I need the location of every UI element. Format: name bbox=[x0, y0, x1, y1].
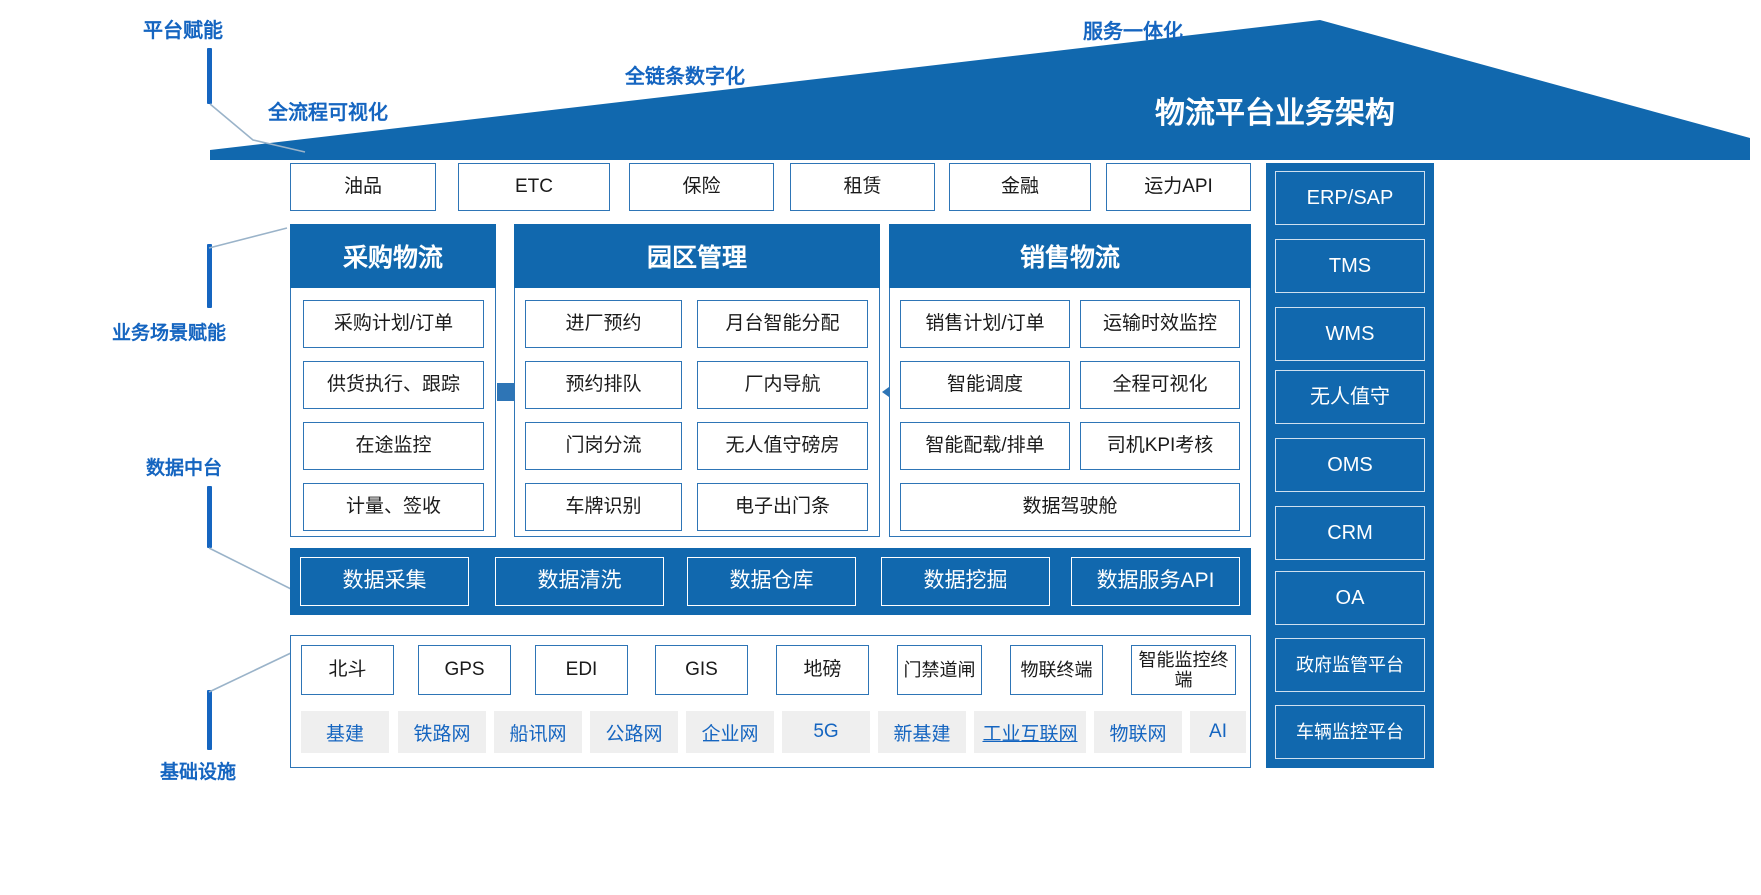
infrastructure-item-6[interactable]: 物联终端 bbox=[1010, 645, 1103, 695]
infrastructure-item-2[interactable]: EDI bbox=[535, 645, 628, 695]
network-tag-6[interactable]: 新基建 bbox=[878, 711, 966, 753]
sales-item-dashboard[interactable]: 数据驾驶舱 bbox=[900, 483, 1240, 531]
right-system-3[interactable]: 无人值守 bbox=[1275, 370, 1425, 424]
roof-label-1: 全流程可视化 bbox=[268, 102, 388, 124]
network-tag-0[interactable]: 基建 bbox=[301, 711, 389, 753]
infra-label-tick bbox=[207, 690, 212, 750]
service-box-1[interactable]: ETC bbox=[458, 163, 610, 211]
service-box-4[interactable]: 金融 bbox=[949, 163, 1091, 211]
business-label-leader bbox=[208, 227, 288, 249]
park-item-3[interactable]: 车牌识别 bbox=[525, 483, 682, 531]
sales-item-3[interactable]: 运输时效监控 bbox=[1080, 300, 1240, 348]
data-label-tick bbox=[207, 486, 212, 548]
right-system-4[interactable]: OMS bbox=[1275, 438, 1425, 492]
infra-label-leader bbox=[208, 651, 294, 693]
network-tag-5[interactable]: 5G bbox=[782, 711, 870, 753]
data-platform-item-2[interactable]: 数据仓库 bbox=[687, 557, 856, 606]
park-item-0[interactable]: 进厂预约 bbox=[525, 300, 682, 348]
side-label-infra: 基础设施 bbox=[160, 762, 237, 783]
business-label-tick bbox=[207, 244, 212, 308]
park-item-1[interactable]: 预约排队 bbox=[525, 361, 682, 409]
infrastructure-item-1[interactable]: GPS bbox=[418, 645, 511, 695]
right-system-1[interactable]: TMS bbox=[1275, 239, 1425, 293]
data-platform-item-1[interactable]: 数据清洗 bbox=[495, 557, 664, 606]
side-label-data: 数据中台 bbox=[146, 458, 223, 479]
network-tag-8[interactable]: 物联网 bbox=[1094, 711, 1182, 753]
right-system-6[interactable]: OA bbox=[1275, 571, 1425, 625]
network-tag-1[interactable]: 铁路网 bbox=[398, 711, 486, 753]
right-system-8[interactable]: 车辆监控平台 bbox=[1275, 705, 1425, 759]
platform-label-tick bbox=[207, 48, 212, 104]
service-box-5[interactable]: 运力API bbox=[1106, 163, 1251, 211]
column-sales-header: 销售物流 bbox=[889, 224, 1251, 288]
network-tag-3[interactable]: 公路网 bbox=[590, 711, 678, 753]
roof-label-0: 平台赋能 bbox=[143, 20, 223, 42]
infrastructure-item-5[interactable]: 门禁道闸 bbox=[897, 645, 982, 695]
right-system-2[interactable]: WMS bbox=[1275, 307, 1425, 361]
data-label-leader bbox=[208, 547, 294, 591]
infrastructure-item-0[interactable]: 北斗 bbox=[301, 645, 394, 695]
roof-label-2: 全链条数字化 bbox=[625, 66, 745, 88]
right-system-0[interactable]: ERP/SAP bbox=[1275, 171, 1425, 225]
sales-item-0[interactable]: 销售计划/订单 bbox=[900, 300, 1070, 348]
infrastructure-item-4[interactable]: 地磅 bbox=[776, 645, 869, 695]
roof-shape bbox=[210, 20, 1750, 160]
roof-title: 物流平台业务架构 bbox=[1155, 97, 1395, 130]
data-platform-item-4[interactable]: 数据服务API bbox=[1071, 557, 1240, 606]
service-box-0[interactable]: 油品 bbox=[290, 163, 436, 211]
network-tag-9[interactable]: AI bbox=[1190, 711, 1246, 753]
side-label-business: 业务场景赋能 bbox=[112, 323, 227, 344]
service-box-3[interactable]: 租赁 bbox=[790, 163, 935, 211]
network-tag-7[interactable]: 工业互联网 bbox=[974, 711, 1086, 753]
park-item-4[interactable]: 月台智能分配 bbox=[697, 300, 868, 348]
column-purchasing-header: 采购物流 bbox=[290, 224, 496, 288]
network-tag-4[interactable]: 企业网 bbox=[686, 711, 774, 753]
infrastructure-item-7[interactable]: 智能监控终端 bbox=[1131, 645, 1236, 695]
platform-label-leader bbox=[209, 103, 306, 153]
network-tag-2[interactable]: 船讯网 bbox=[494, 711, 582, 753]
park-item-2[interactable]: 门岗分流 bbox=[525, 422, 682, 470]
right-system-5[interactable]: CRM bbox=[1275, 506, 1425, 560]
right-system-7[interactable]: 政府监管平台 bbox=[1275, 638, 1425, 692]
purchasing-item-3[interactable]: 计量、签收 bbox=[303, 483, 484, 531]
data-platform-item-0[interactable]: 数据采集 bbox=[300, 557, 469, 606]
service-box-2[interactable]: 保险 bbox=[629, 163, 774, 211]
park-item-7[interactable]: 电子出门条 bbox=[697, 483, 868, 531]
purchasing-item-2[interactable]: 在途监控 bbox=[303, 422, 484, 470]
sales-item-2[interactable]: 智能配载/排单 bbox=[900, 422, 1070, 470]
infrastructure-item-3[interactable]: GIS bbox=[655, 645, 748, 695]
column-park-header: 园区管理 bbox=[514, 224, 880, 288]
sales-item-5[interactable]: 司机KPI考核 bbox=[1080, 422, 1240, 470]
data-platform-item-3[interactable]: 数据挖掘 bbox=[881, 557, 1050, 606]
purchasing-item-0[interactable]: 采购计划/订单 bbox=[303, 300, 484, 348]
park-item-6[interactable]: 无人值守磅房 bbox=[697, 422, 868, 470]
purchasing-item-1[interactable]: 供货执行、跟踪 bbox=[303, 361, 484, 409]
sales-item-4[interactable]: 全程可视化 bbox=[1080, 361, 1240, 409]
roof-label-3: 服务一体化 bbox=[1083, 21, 1183, 43]
sales-item-1[interactable]: 智能调度 bbox=[900, 361, 1070, 409]
park-item-5[interactable]: 厂内导航 bbox=[697, 361, 868, 409]
